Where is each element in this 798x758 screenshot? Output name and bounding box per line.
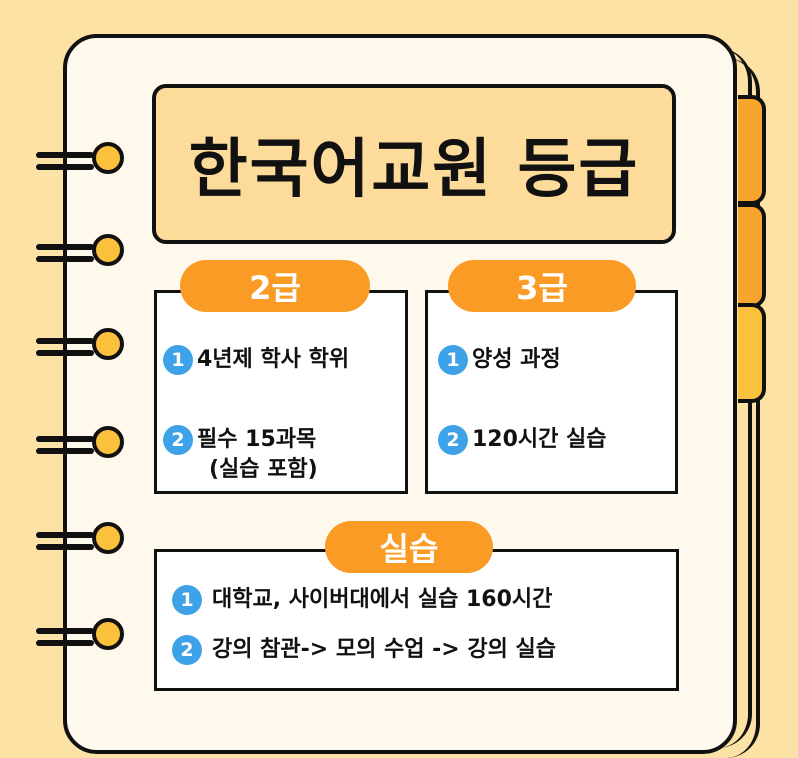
grade2-card xyxy=(154,290,408,494)
item-text-line2: (실습 포함) xyxy=(209,457,318,482)
spiral-ring-icon xyxy=(36,424,126,464)
notebook-tab xyxy=(738,203,766,308)
notebook-tab xyxy=(738,95,766,205)
number-badge: 1 xyxy=(163,345,193,375)
list-item: 2 강의 참관-> 모의 수업 -> 강의 실습 xyxy=(172,635,556,665)
grade3-header: 3급 xyxy=(448,260,636,312)
item-text: 4년제 학사 학위 xyxy=(197,347,350,372)
practice-header: 실습 xyxy=(325,521,493,573)
page-title: 한국어교원 등급 xyxy=(188,133,640,207)
number-badge: 2 xyxy=(172,635,202,665)
grade3-card xyxy=(425,290,678,494)
list-item: 2 필수 15과목 (실습 포함) xyxy=(163,425,318,485)
spiral-ring-icon xyxy=(36,520,126,560)
grade2-header: 2급 xyxy=(180,260,370,312)
item-text-line1: 필수 15과목 xyxy=(197,427,317,452)
list-item: 1 대학교, 사이버대에서 실습 160시간 xyxy=(172,585,552,615)
spiral-ring-icon xyxy=(36,326,126,366)
number-badge: 1 xyxy=(172,585,202,615)
number-badge: 2 xyxy=(438,425,468,455)
number-badge: 2 xyxy=(163,425,193,455)
notebook-tab xyxy=(738,303,766,403)
list-item: 1 양성 과정 xyxy=(438,345,561,375)
item-text: 양성 과정 xyxy=(472,347,561,372)
item-text: 120시간 실습 xyxy=(472,427,607,452)
list-item: 1 4년제 학사 학위 xyxy=(163,345,349,375)
spiral-ring-icon xyxy=(36,232,126,272)
notebook-page-edge xyxy=(100,58,760,758)
item-text: 필수 15과목 (실습 포함) xyxy=(197,425,318,485)
number-badge: 1 xyxy=(438,345,468,375)
spiral-ring-icon xyxy=(36,616,126,656)
spiral-ring-icon xyxy=(36,140,126,180)
item-text: 대학교, 사이버대에서 실습 160시간 xyxy=(212,587,553,612)
item-text: 강의 참관-> 모의 수업 -> 강의 실습 xyxy=(212,637,556,662)
list-item: 2 120시간 실습 xyxy=(438,425,607,455)
title-box: 한국어교원 등급 xyxy=(152,84,676,244)
